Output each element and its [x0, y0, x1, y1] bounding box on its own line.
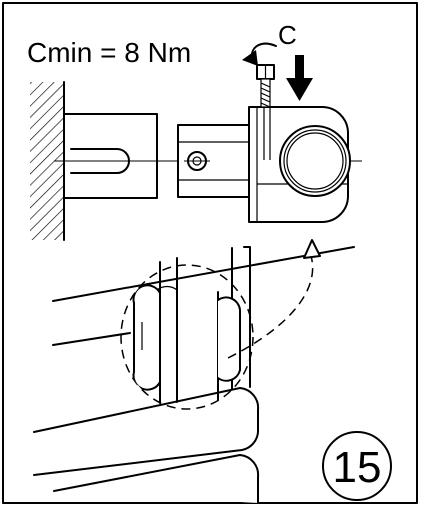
dashed-callout-arrow-icon — [227, 239, 321, 359]
rotation-label: C — [278, 20, 297, 50]
down-arrow-icon — [286, 55, 313, 101]
bolt — [256, 64, 275, 108]
page-frame — [2, 2, 418, 504]
zoom-detail — [120, 264, 254, 410]
wall-bracket — [63, 113, 158, 199]
curved-arrow-icon — [242, 42, 277, 66]
coupling-part — [177, 124, 250, 198]
radiator — [33, 246, 355, 504]
step-badge: 15 — [322, 431, 392, 501]
pipe-section — [279, 125, 351, 197]
step-number: 15 — [333, 443, 382, 492]
torque-label: Cmin = 8 Nm — [27, 37, 191, 68]
